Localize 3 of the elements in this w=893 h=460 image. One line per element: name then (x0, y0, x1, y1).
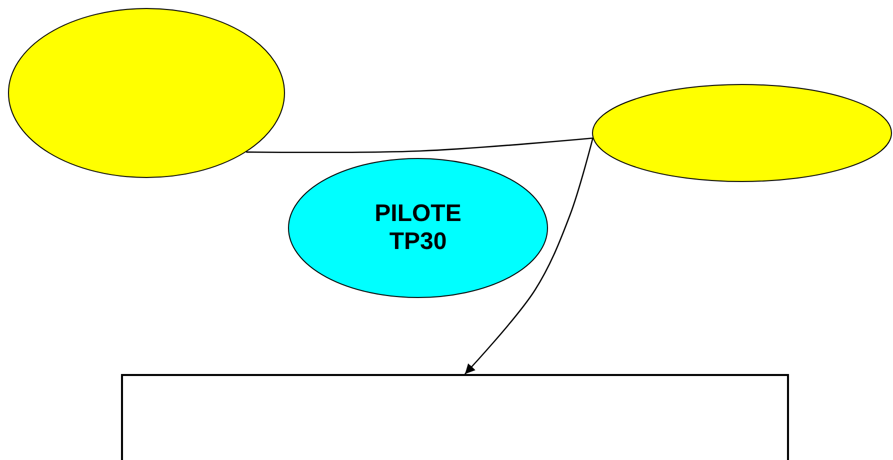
arrow (464, 138, 594, 374)
connector-line (246, 137, 593, 154)
node-label: PILOTE TP30 (374, 200, 462, 256)
